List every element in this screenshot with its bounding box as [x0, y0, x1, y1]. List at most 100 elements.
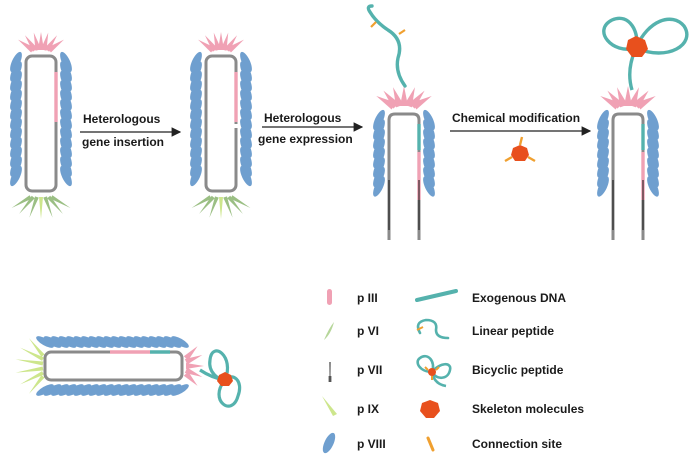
coat-protein-pVIII: [96, 336, 114, 348]
legend-label-pIX: p IX: [357, 402, 379, 416]
coat-protein-pVIII: [60, 61, 72, 82]
coat-protein-pVIII: [240, 89, 252, 111]
coat-protein-pVIII: [190, 165, 202, 187]
coat-protein-pVIII: [43, 336, 62, 348]
coat-protein-pVIII: [111, 336, 129, 348]
pIII-spike: [224, 35, 238, 52]
coat-protein-pVIII: [60, 108, 72, 130]
exogenous-dna-icon: [415, 289, 458, 302]
pIX-spike: [29, 375, 45, 394]
bicyclic-loop-bottom: [217, 375, 242, 408]
connection-site: [527, 155, 536, 163]
pIII-spike: [184, 367, 203, 377]
pIX-spike: [29, 196, 39, 218]
coat-protein-pVIII: [190, 51, 202, 73]
coat-protein-pVIII: [597, 166, 609, 188]
coat-protein-pVIII: [156, 336, 174, 348]
phage-horizontal-overview: [15, 336, 242, 408]
coat-protein-pVIII: [126, 336, 144, 348]
pIII-spike: [624, 86, 632, 106]
coat-protein-pVIII: [190, 70, 202, 92]
legend-label-connection-site: Connection site: [472, 437, 562, 451]
coat-protein-pVIII: [111, 384, 129, 396]
coat-protein-pVIII: [10, 61, 22, 82]
coat-protein-pVIII: [133, 336, 152, 348]
pIII-spike: [44, 35, 58, 52]
coat-protein-pVIII: [10, 165, 22, 187]
coat-protein-pVIII: [647, 119, 659, 140]
phage-dna-open: [611, 112, 645, 240]
connection-site: [504, 155, 513, 163]
coat-protein-pVIII: [190, 99, 202, 120]
coat-protein-pVIII: [423, 147, 435, 169]
coat-protein-pVIII: [240, 156, 252, 177]
coat-protein-pVIII: [240, 108, 252, 130]
connection-site-icon: [426, 436, 435, 452]
pIII-spike: [47, 39, 64, 53]
coat-protein-pVIII: [597, 119, 609, 140]
coat-protein-pVIII: [66, 384, 84, 396]
pIX-icon: [322, 396, 337, 416]
phage-dna-loop: [43, 350, 184, 382]
coat-protein-pVIII: [103, 336, 122, 348]
coat-protein-pVIII: [647, 128, 659, 150]
coat-protein-pVIII: [190, 89, 202, 111]
coat-protein-pVIII: [647, 166, 659, 188]
coat-protein-pVIII: [10, 89, 22, 111]
coat-protein-pVIII: [190, 108, 202, 130]
pIII-spike: [186, 363, 204, 369]
phage-dna-loop: [204, 54, 238, 193]
phage-displaying-bicyclic-peptide: [597, 16, 689, 240]
coat-protein-pVIII: [148, 384, 167, 396]
skeleton-molecule-icon: [504, 136, 536, 163]
pIII-spike: [600, 96, 620, 110]
legend-label-pVI: p VI: [357, 324, 379, 338]
step2-label-line1: Heterologous: [264, 111, 342, 125]
coat-protein-pVIII: [88, 336, 107, 348]
coat-protein-pVIII: [58, 336, 77, 348]
pIII-spike: [18, 39, 35, 53]
coat-protein-pVIII: [36, 336, 54, 348]
coat-protein-pVIII: [240, 127, 252, 149]
phage-dna-loop: [24, 54, 58, 193]
linear-peptide-connection: [416, 326, 424, 331]
pIII-spike: [383, 90, 400, 109]
coat-protein-pVIII: [190, 146, 202, 168]
pIX-spike: [19, 195, 35, 214]
phage-wild-type: [10, 32, 72, 219]
connection-site: [398, 29, 406, 35]
coat-protein-pVIII: [51, 336, 69, 348]
coat-protein-pVIII: [58, 384, 77, 396]
coat-protein-pVIII: [66, 336, 84, 348]
coat-protein-pVIII: [373, 166, 385, 188]
coat-protein-pVIII: [597, 128, 609, 150]
pIII-spike: [183, 346, 198, 361]
coat-protein-pVIII: [163, 336, 182, 348]
coat-protein-pVIII: [373, 157, 385, 178]
pIX-spike: [223, 196, 233, 218]
coat-protein-pVIII: [10, 118, 22, 139]
pIII-spike: [376, 96, 396, 110]
pIII-spike: [24, 35, 38, 52]
coat-protein-pVIII: [81, 384, 99, 396]
coat-protein-pVIII: [240, 80, 252, 101]
pIII-spike: [184, 355, 203, 365]
coat-protein-pVIII: [240, 146, 252, 168]
bicyclic-loop-right: [633, 17, 689, 55]
coat-protein-pVIII: [60, 127, 72, 149]
coat-protein-pVIII: [88, 384, 107, 396]
coat-protein-pVIII: [373, 128, 385, 150]
legend-label-linear-peptide: Linear peptide: [472, 324, 554, 338]
coat-protein-pVIII: [647, 176, 659, 197]
coat-protein-pVIII: [103, 384, 122, 396]
pIX-spike: [15, 359, 44, 366]
coat-protein-pVIII: [148, 336, 167, 348]
coat-protein-pVIII: [51, 384, 69, 396]
coat-protein-pVIII: [10, 137, 22, 158]
coat-protein-pVIII: [118, 336, 137, 348]
step1-label-line2: gene insertion: [82, 135, 164, 149]
coat-protein-pVIII: [171, 336, 189, 348]
coat-protein-pVIII: [240, 118, 252, 139]
coat-protein-pVIII: [190, 118, 202, 139]
coat-protein-pVIII: [423, 138, 435, 159]
